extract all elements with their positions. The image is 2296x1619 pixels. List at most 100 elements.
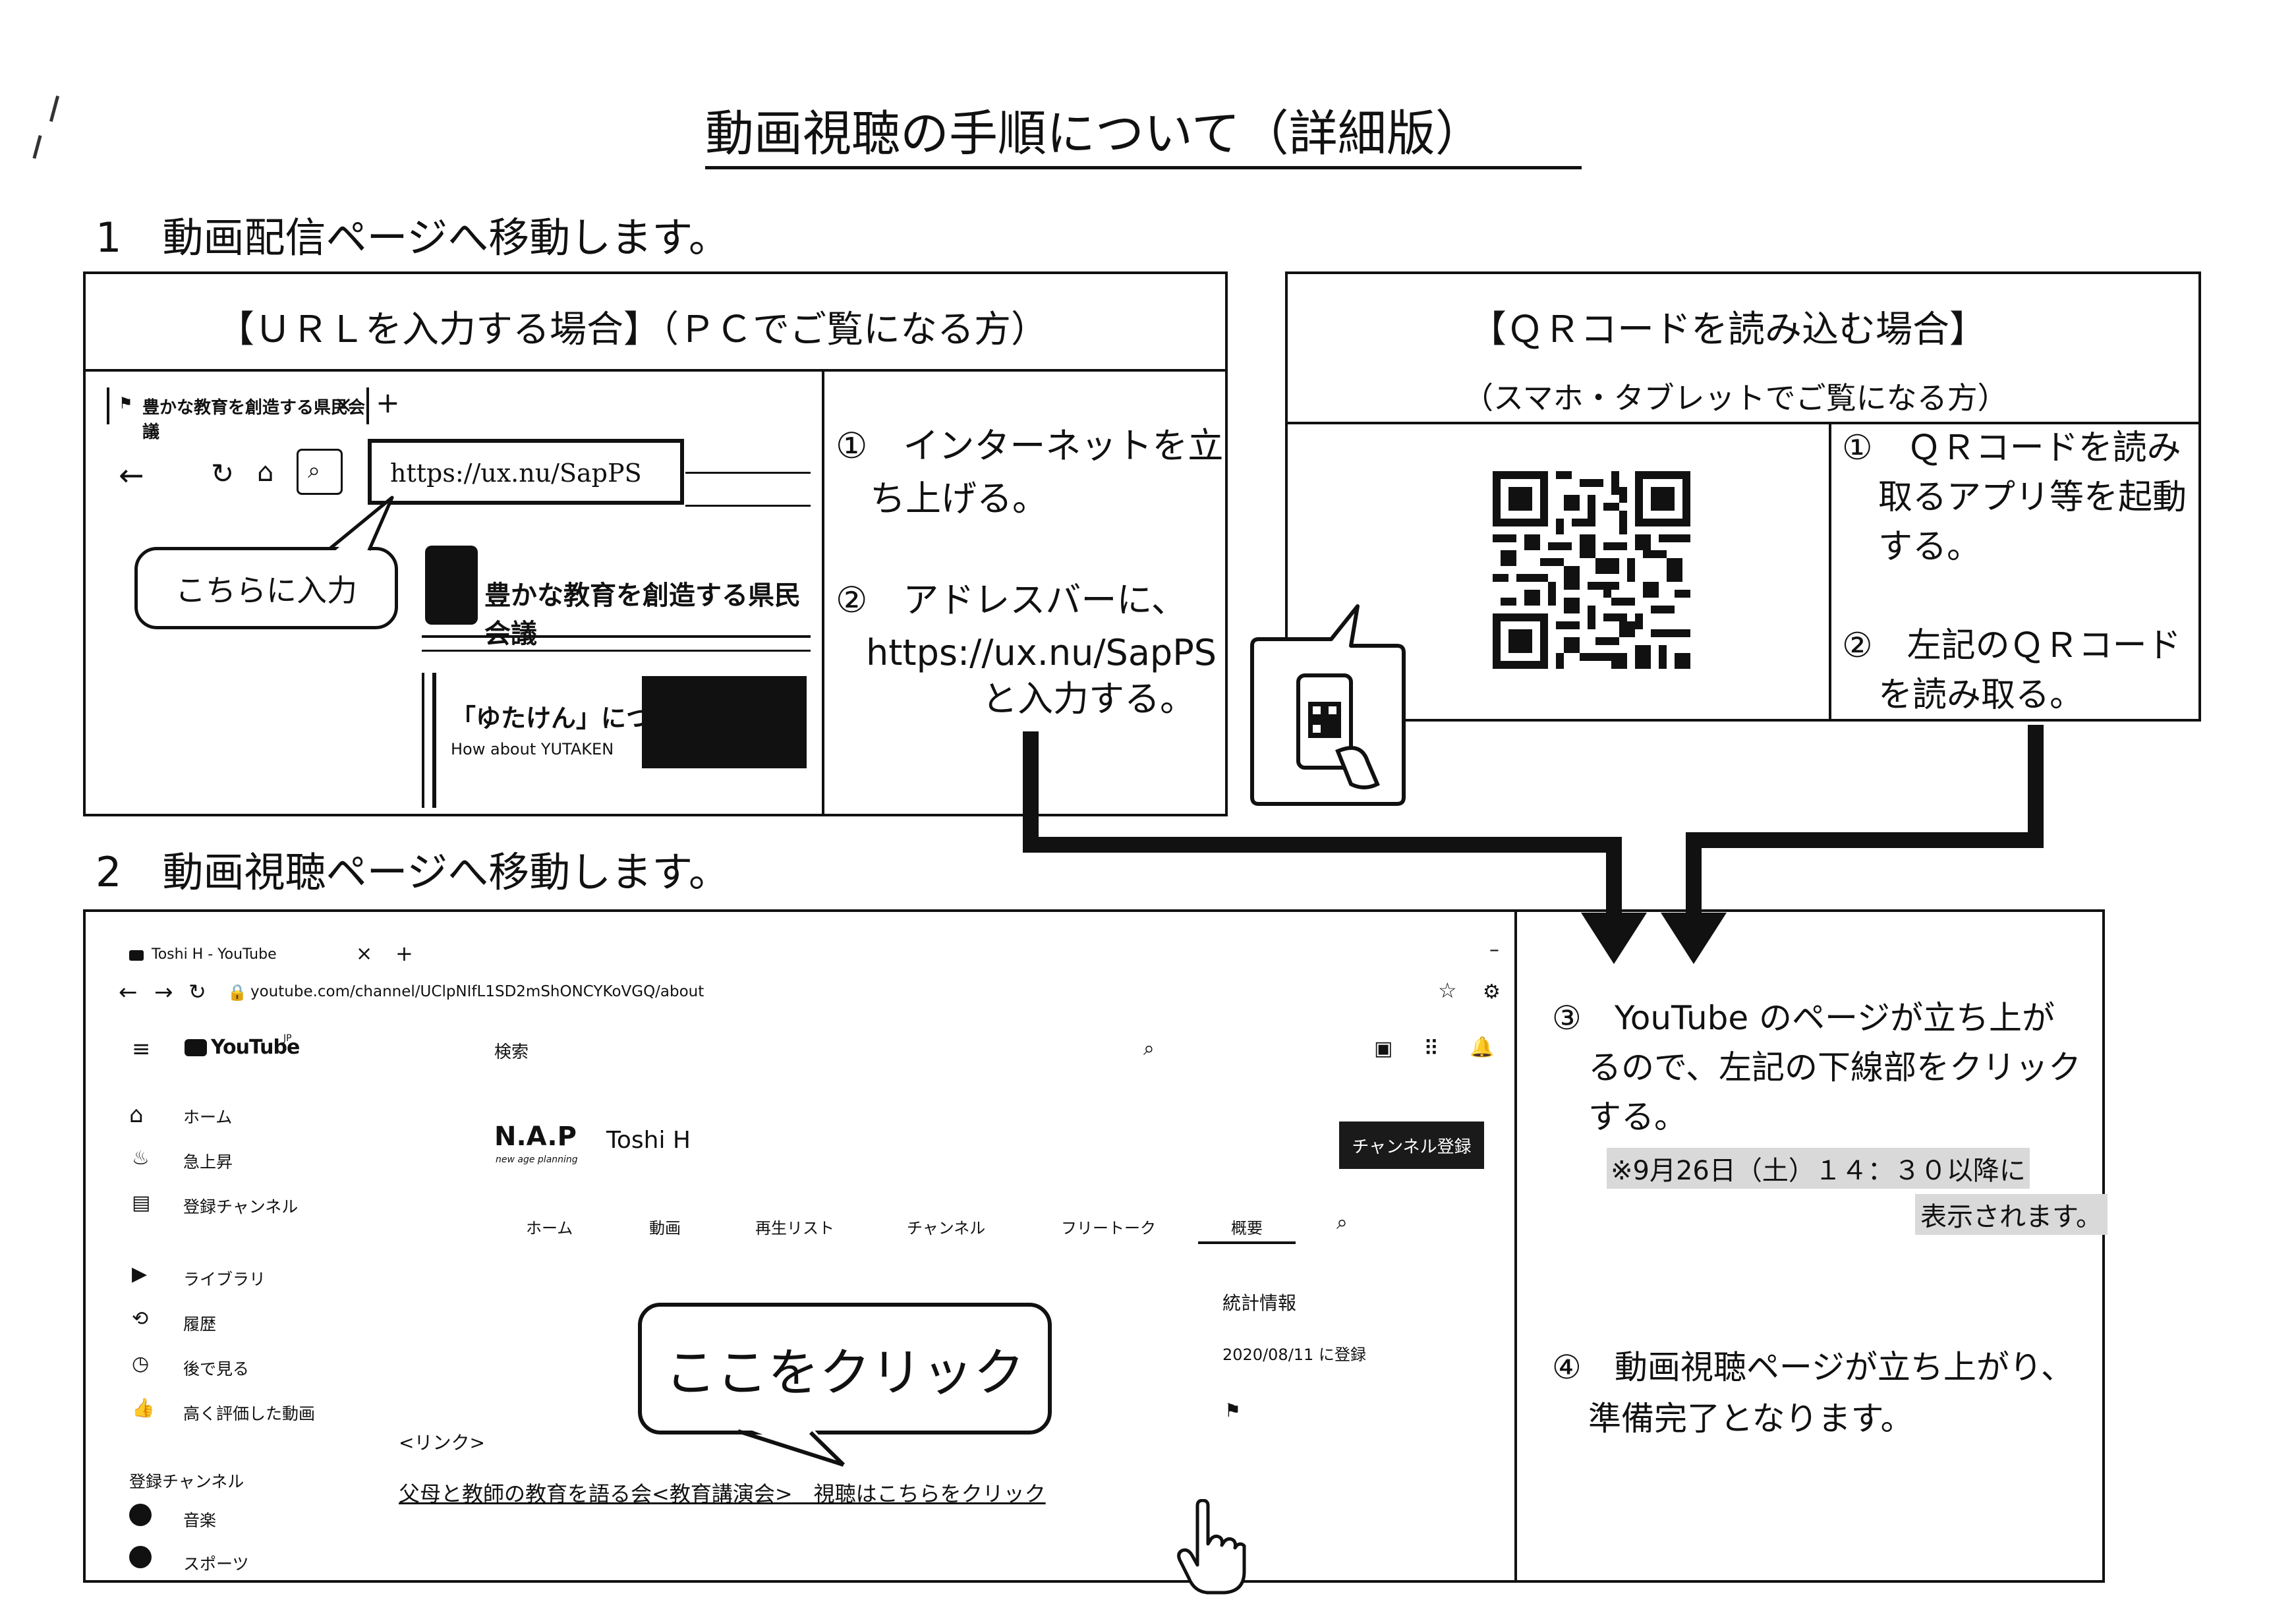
yt-subscribe-button[interactable]: チャンネル登録 xyxy=(1339,1122,1484,1169)
yt-channel-logo-sub: new age planning xyxy=(496,1154,578,1165)
site-card[interactable]: 「ゆたけん」について How about YUTAKEN xyxy=(422,673,811,808)
url-box-column-divider xyxy=(822,369,824,816)
url-step1-line2: ち上げる。 xyxy=(870,478,1048,519)
yt-sidebar-liked[interactable]: 高く評価した動画 xyxy=(183,1404,316,1423)
yt-sidebar-subscriptions[interactable]: 登録チャンネル xyxy=(183,1197,299,1216)
callout-pointer-cover xyxy=(328,496,394,552)
yt-logo-region: JP xyxy=(283,1033,292,1044)
arrow-down-icon xyxy=(1661,913,1727,964)
reload-icon[interactable]: ↻ xyxy=(211,457,235,490)
connector-left-horizontal xyxy=(1023,837,1622,853)
yt-notifications-icon[interactable]: 🔔 xyxy=(1470,1036,1495,1059)
site-rule xyxy=(422,635,811,638)
yt-forward-icon[interactable]: → xyxy=(154,979,173,1006)
phone-scan-callout xyxy=(1250,604,1406,806)
youtube-box xyxy=(83,909,2105,1583)
yt-tab-home[interactable]: ホーム xyxy=(526,1219,573,1237)
yt-logo-icon[interactable] xyxy=(185,1039,207,1056)
back-icon[interactable]: ← xyxy=(119,457,144,493)
yt-minimize-icon[interactable]: – xyxy=(1489,938,1499,961)
yt-library-icon[interactable]: ▶ xyxy=(132,1263,148,1286)
youtube-box-divider xyxy=(1514,909,1517,1583)
qr-box-header-divider xyxy=(1285,422,2201,424)
yt-favicon-icon xyxy=(129,950,144,961)
yt-tab-channels[interactable]: チャンネル xyxy=(907,1219,986,1237)
yt-reload-icon[interactable]: ↻ xyxy=(188,979,206,1004)
title-underline xyxy=(705,166,1582,169)
yt-logo[interactable]: YouTube xyxy=(211,1036,300,1059)
yt-subscriptions-icon[interactable]: ▤ xyxy=(132,1191,151,1214)
yt-sports-icon[interactable] xyxy=(129,1546,152,1568)
home-icon[interactable]: ⌂ xyxy=(257,457,274,488)
yt-tab-close-icon[interactable]: × xyxy=(356,942,373,965)
yt-extension-icon[interactable]: ⚙ xyxy=(1483,980,1501,1004)
site-name[interactable]: 豊かな教育を創造する県民会議 xyxy=(484,581,801,649)
yt-search-input[interactable]: 検索 xyxy=(494,1042,529,1062)
yt-lock-icon: 🔒 xyxy=(227,983,247,1002)
yt-sidebar-watch-later[interactable]: 後で見る xyxy=(183,1359,250,1378)
click-callout-label: ここをクリック xyxy=(664,1344,1025,1403)
mini-tab-close-icon[interactable]: × xyxy=(333,391,354,418)
mini-tab[interactable]: ⚑ 豊かな教育を創造する県民会議 × xyxy=(107,387,369,442)
qr-box-sub: （スマホ・タブレットでご覧になる方） xyxy=(1463,380,2008,416)
yt-bookmark-icon[interactable]: ☆ xyxy=(1438,978,1457,1003)
yt-sidebar-home[interactable]: ホーム xyxy=(183,1108,233,1127)
mini-browser: ⚑ 豊かな教育を創造する県民会議 × + ← ↻ ⌂ ⌕ https://ux.… xyxy=(99,373,811,808)
yt-home-icon[interactable]: ⌂ xyxy=(129,1102,144,1128)
connector-left-vertical xyxy=(1023,731,1039,847)
yt-sidebar-music[interactable]: 音楽 xyxy=(183,1511,217,1530)
arrow-down-icon xyxy=(1581,913,1647,964)
qr-step2-line2: を読み取る。 xyxy=(1878,675,2084,715)
yt-history-icon[interactable]: ⟲ xyxy=(132,1307,149,1330)
yt-tab-about[interactable]: 概要 xyxy=(1231,1219,1263,1237)
yt-search-icon[interactable]: ⌕ xyxy=(1143,1037,1155,1060)
site-card-left-bar xyxy=(432,673,436,808)
yt-address-bar[interactable]: youtube.com/channel/UClpNIfL1SD2mShONCYK… xyxy=(250,983,704,1000)
qr-code[interactable] xyxy=(1493,471,1690,669)
mini-new-tab-icon[interactable]: + xyxy=(376,386,400,420)
yt-tab-discussion[interactable]: フリートーク xyxy=(1061,1219,1156,1237)
yt-liked-icon[interactable]: 👍 xyxy=(132,1397,155,1419)
yt-tab-playlists[interactable]: 再生リスト xyxy=(755,1219,834,1237)
yt-report-flag-icon[interactable]: ⚑ xyxy=(1224,1400,1242,1421)
yt-apps-icon[interactable]: ⠿ xyxy=(1423,1036,1439,1061)
step3-line1: ③ YouTube のページが立ち上が xyxy=(1552,999,2055,1037)
search-icon: ⌕ xyxy=(308,457,321,484)
qr-step1-line1: ① ＱＲコードを読み xyxy=(1842,428,2181,468)
favicon-icon: ⚑ xyxy=(119,394,133,412)
yt-stats-date: 2020/08/11 に登録 xyxy=(1222,1346,1366,1364)
section2-heading: 2 動画視聴ページへ移動します。 xyxy=(96,848,730,896)
qr-box-header: 【ＱＲコードを読み込む場合】 xyxy=(1470,308,1986,351)
url-step2-line1: ② アドレスバーに、 xyxy=(836,579,1187,621)
yt-trending-icon[interactable]: ♨ xyxy=(132,1147,150,1170)
yt-sidebar-sports[interactable]: スポーツ xyxy=(183,1554,249,1574)
yt-channel-logo[interactable]: N.A.P xyxy=(494,1122,577,1152)
yt-sidebar-section-title: 登録チャンネル xyxy=(129,1472,244,1491)
step3-line3: する。 xyxy=(1588,1098,1687,1136)
yt-tab-title[interactable]: Toshi H - YouTube xyxy=(152,946,277,963)
search-box[interactable]: ⌕ xyxy=(297,449,343,495)
yt-new-tab-icon[interactable]: + xyxy=(395,941,413,966)
input-callout-label: こちらに入力 xyxy=(175,572,357,608)
yt-video-link[interactable]: 父母と教師の教育を語る会<教育講演会> 視聴はこちらをクリック xyxy=(399,1481,1046,1506)
step3-line2: るので、左記の下線部をクリック xyxy=(1588,1048,2081,1087)
yt-tab-videos[interactable]: 動画 xyxy=(649,1219,681,1237)
connector-right-vertical xyxy=(2028,725,2044,847)
url-step1-line1: ① インターネットを立 xyxy=(836,425,1224,467)
address-row-line xyxy=(685,472,811,474)
yt-tab-about-underline xyxy=(1198,1241,1296,1244)
yt-tab-search-icon[interactable]: ⌕ xyxy=(1336,1211,1348,1234)
connector-left-down xyxy=(1606,837,1622,919)
yt-back-icon[interactable]: ← xyxy=(119,979,138,1006)
yt-music-icon[interactable] xyxy=(129,1504,152,1526)
yt-watch-later-icon[interactable]: ◷ xyxy=(132,1352,150,1375)
yt-sidebar-trending[interactable]: 急上昇 xyxy=(183,1152,233,1172)
step4-line1: ④ 動画視聴ページが立ち上がり、 xyxy=(1552,1348,2074,1386)
yt-create-icon[interactable]: ▣ xyxy=(1374,1037,1393,1060)
yt-menu-icon[interactable]: ≡ xyxy=(132,1036,151,1062)
yt-sidebar-history[interactable]: 履歴 xyxy=(183,1315,217,1334)
site-card-image xyxy=(642,676,807,768)
site-rule xyxy=(422,650,811,652)
yt-sidebar-library[interactable]: ライブラリ xyxy=(183,1270,266,1289)
address-bar[interactable]: https://ux.nu/SapPS xyxy=(368,439,684,505)
